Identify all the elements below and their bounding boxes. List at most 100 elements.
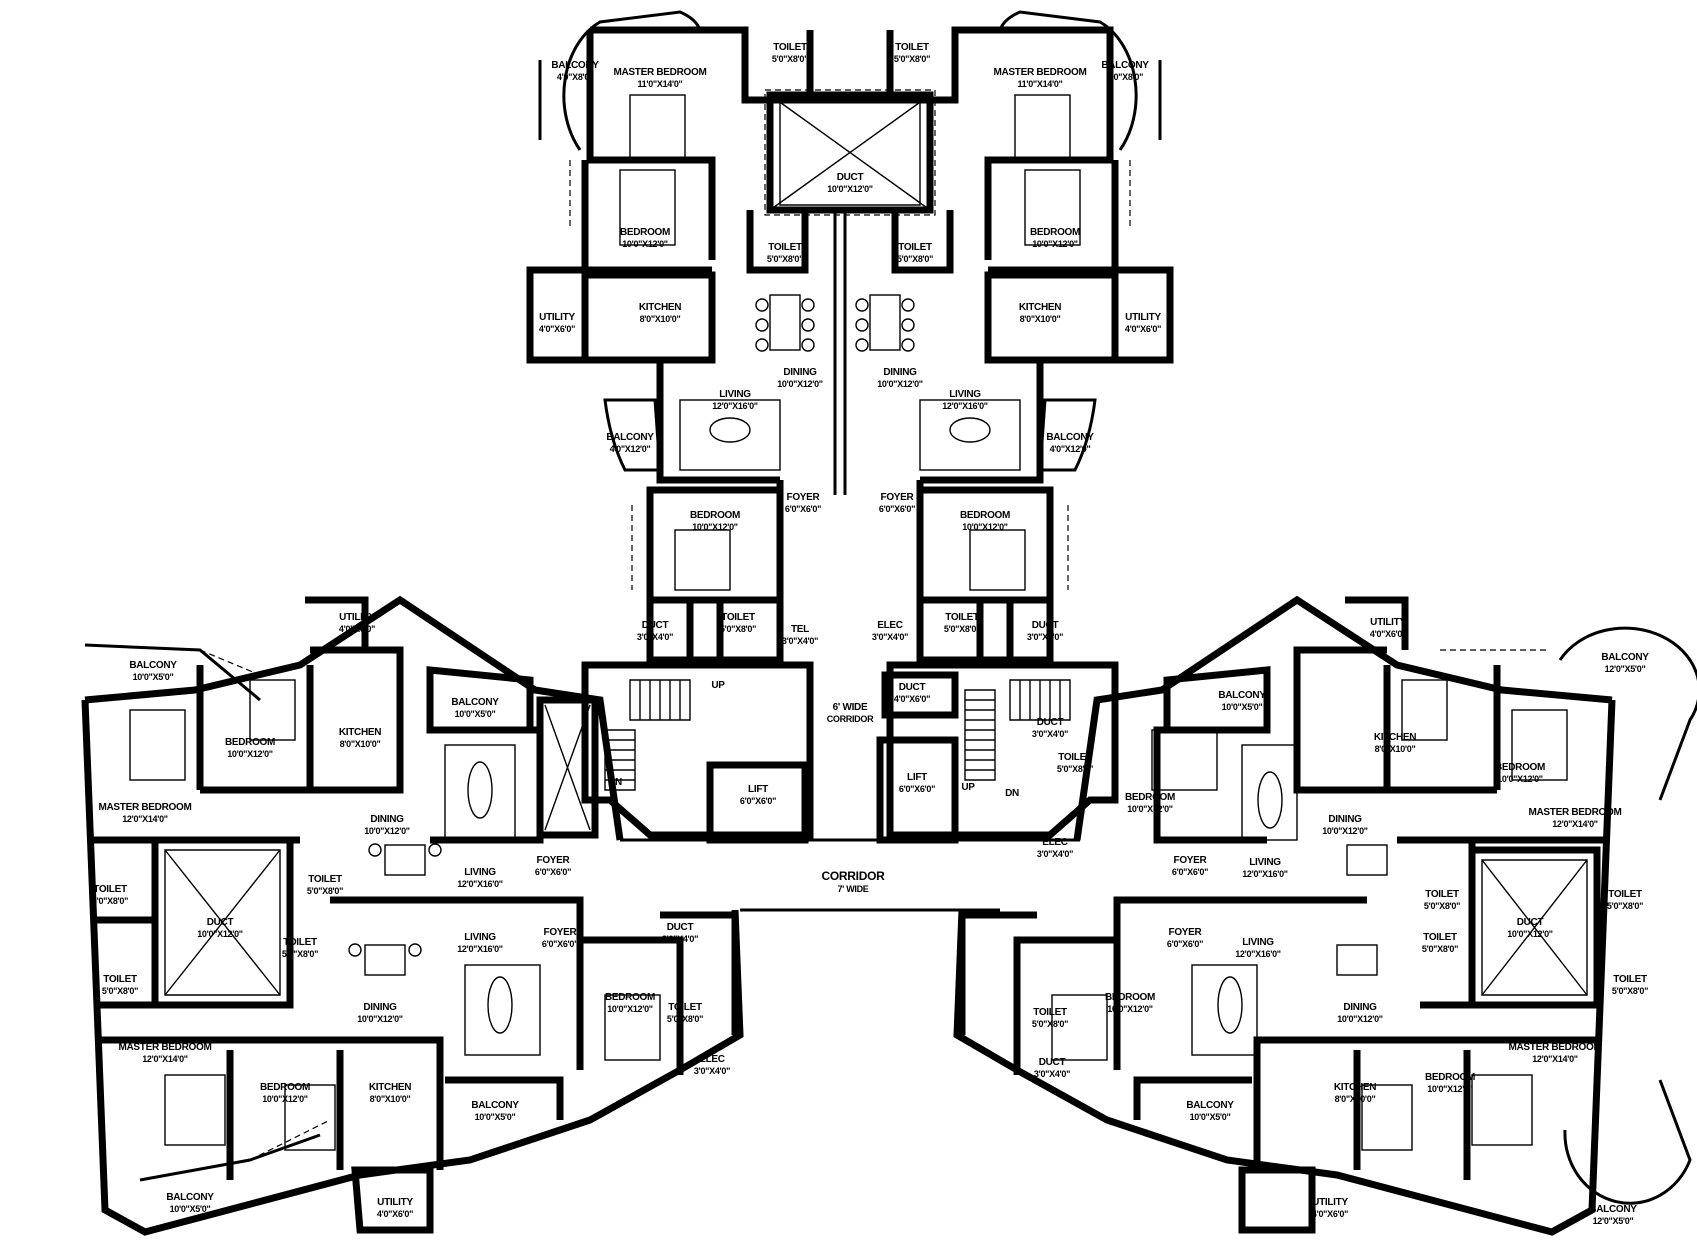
room-dimension: 10'0"X12'0" bbox=[607, 1004, 653, 1014]
room-dimension: 11'0"X14'0" bbox=[637, 79, 682, 89]
room-dimension: 4'0"X6'0" bbox=[894, 694, 930, 704]
room-name: KITCHEN bbox=[639, 302, 681, 313]
room-dimension: 3'0"X4'0" bbox=[1027, 632, 1063, 642]
room-dimension: 4'0"X6'0" bbox=[539, 324, 575, 334]
room-name: BEDROOM bbox=[1125, 792, 1175, 803]
room-name: BALCONY bbox=[1186, 1100, 1234, 1111]
room-name: TOILET bbox=[773, 42, 807, 53]
room-dimension: 5'0"X8'0" bbox=[720, 624, 756, 634]
room-dimension: 8'0"X10'0" bbox=[1020, 314, 1061, 324]
room-name: LIVING bbox=[464, 932, 496, 943]
room-dimension: 11'0"X14'0" bbox=[1017, 79, 1062, 89]
room-dimension: 10'0"X12'0" bbox=[692, 522, 738, 532]
room-name: FOYER bbox=[544, 927, 578, 938]
room-name: MASTER BEDROOM bbox=[993, 67, 1086, 78]
room-name: UTILITY bbox=[539, 312, 575, 323]
room-dimension: 3'0"X4'0" bbox=[872, 632, 908, 642]
room-name: DINING bbox=[1328, 814, 1362, 825]
room-dimension: 5'0"X8'0" bbox=[1424, 901, 1460, 911]
room-dimension: 12'0"X16'0" bbox=[457, 879, 503, 889]
room-dimension: 10'0"X12'0" bbox=[227, 749, 273, 759]
room-name: DINING bbox=[883, 367, 917, 378]
room-dimension: 3'0"X4'0" bbox=[782, 636, 818, 646]
room-label-stair-up-2: UP bbox=[961, 782, 975, 793]
room-name: BEDROOM bbox=[960, 510, 1010, 521]
room-name: DN bbox=[608, 777, 622, 788]
room-dimension: 10'0"X5'0" bbox=[1190, 1112, 1231, 1122]
room-dimension: 8'0"X10'0" bbox=[1335, 1094, 1376, 1104]
room-name: MASTER BEDROOM bbox=[1528, 807, 1621, 818]
room-name: KITCHEN bbox=[1334, 1082, 1376, 1093]
room-dimension: 4'0"X8'0" bbox=[1107, 72, 1143, 82]
room-name: UTILITY bbox=[1125, 312, 1161, 323]
room-name: DUCT bbox=[667, 922, 694, 933]
room-dimension: 10'0"X12'0" bbox=[1497, 774, 1543, 784]
room-name: DUCT bbox=[1032, 620, 1059, 631]
room-dimension: 10'0"X12'0" bbox=[777, 379, 823, 389]
room-dimension: 10'0"X12'0" bbox=[357, 1014, 403, 1024]
room-dimension: 12'0"X5'0" bbox=[1593, 1216, 1634, 1226]
room-dimension: 10'0"X12'0" bbox=[1427, 1084, 1473, 1094]
room-dimension: 3'0"X4'0" bbox=[637, 632, 673, 642]
room-name: TOILET bbox=[1423, 932, 1457, 943]
room-name: KITCHEN bbox=[339, 727, 381, 738]
room-name: ELEC bbox=[699, 1054, 725, 1065]
room-dimension: 8'0"X10'0" bbox=[640, 314, 681, 324]
room-name: TOILET bbox=[1058, 752, 1092, 763]
room-name: BEDROOM bbox=[620, 227, 670, 238]
room-dimension: 4'0"X12'0" bbox=[610, 444, 651, 454]
room-label-stair-up-1: UP bbox=[711, 680, 725, 691]
room-name: BEDROOM bbox=[1495, 762, 1545, 773]
room-dimension: 4'0"X6'0" bbox=[1125, 324, 1161, 334]
room-name: TOILET bbox=[1425, 889, 1459, 900]
room-name: FOYER bbox=[537, 855, 571, 866]
room-name: TOILET bbox=[668, 1002, 702, 1013]
right-wing bbox=[953, 595, 1697, 1236]
room-name: TOILET bbox=[768, 242, 802, 253]
core bbox=[581, 661, 1119, 912]
room-dimension: 12'0"X14'0" bbox=[122, 814, 168, 824]
room-name: TOILET bbox=[1033, 1007, 1067, 1018]
room-dimension: 5'0"X8'0" bbox=[667, 1014, 703, 1024]
room-dimension: 12'0"X14'0" bbox=[142, 1054, 188, 1064]
room-name: TEL bbox=[791, 624, 809, 635]
room-name: LIVING bbox=[719, 389, 751, 400]
